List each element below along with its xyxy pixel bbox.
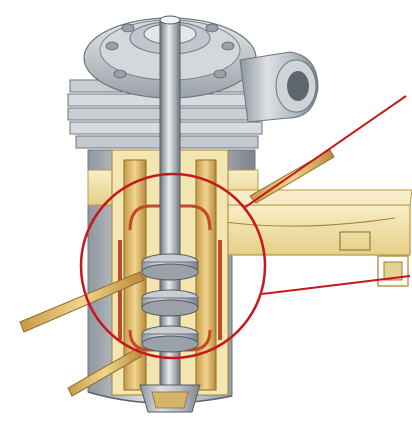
highlight-annotation bbox=[79, 95, 411, 360]
leader-line-upper bbox=[243, 95, 407, 209]
leader-line-lower bbox=[261, 275, 411, 295]
bolt-head bbox=[105, 23, 235, 79]
waveguide bbox=[203, 189, 412, 287]
disc bbox=[141, 253, 199, 281]
highlight-circle bbox=[79, 172, 267, 360]
base-nozzle bbox=[139, 384, 201, 413]
resonator-discs bbox=[141, 253, 199, 353]
disc bbox=[141, 325, 199, 353]
disc bbox=[141, 289, 199, 317]
side-port bbox=[239, 51, 319, 123]
